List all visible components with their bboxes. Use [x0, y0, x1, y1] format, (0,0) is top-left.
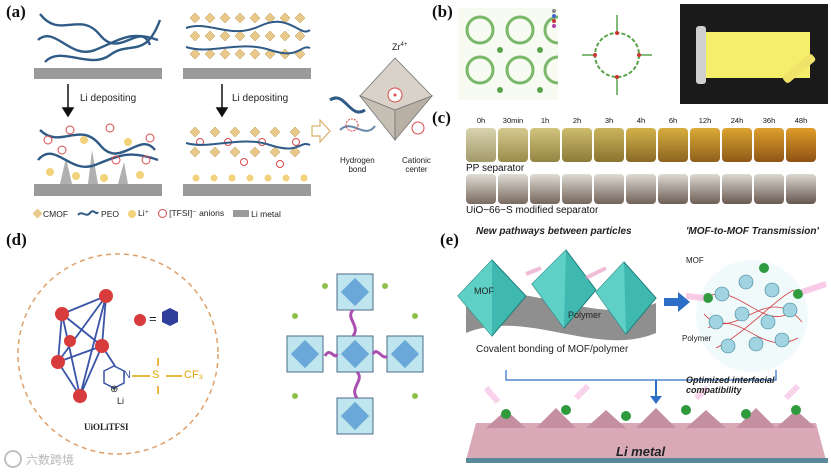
panel-e: (e) New pathways between particles 'MOF-… [440, 226, 831, 473]
deposit-arrows [61, 84, 229, 118]
uiolitfsi-crystal [286, 273, 424, 435]
polymer-label-right: Polymer [682, 334, 712, 343]
vial [658, 174, 688, 204]
vial [498, 174, 528, 204]
tfsi-anion-icon [158, 209, 168, 218]
cationic-center-label: Cationic center [402, 156, 431, 174]
vial [754, 174, 784, 204]
legend-peo: PEO [77, 209, 119, 219]
s-atom-label: S [152, 369, 160, 381]
vial [498, 128, 528, 162]
vial [754, 128, 784, 162]
vial [690, 174, 720, 204]
vial [466, 128, 496, 162]
panel-c: (c) 0h 30min 1h 2h 3h 4h 6h 12h 24h 36h … [432, 108, 831, 226]
panel-d: (d) = N S CF₃ ⊕ Li UiOLiTFSI [0, 226, 445, 473]
vial [562, 128, 592, 162]
optimized-compatibility-caption: Optimized interfacial compatibility [686, 375, 775, 395]
mof-polymer-illustration [457, 249, 828, 463]
vial [594, 128, 624, 162]
pp-separator-label: PP separator [466, 163, 525, 174]
vial [722, 128, 752, 162]
legend-cmof: CMOF [32, 208, 68, 219]
time-labels: 0h 30min 1h 2h 3h 4h 6h 12h 24h 36h 48h [466, 116, 816, 125]
vial [690, 128, 720, 162]
li-metal-icon [233, 210, 250, 217]
zr-cluster [329, 57, 434, 142]
peo-before-deposit [34, 13, 162, 79]
time-label: 6h [668, 116, 678, 125]
legend-li-ion: Li⁺ [127, 208, 149, 219]
equals-sign: = [149, 311, 157, 326]
linker-ring [582, 15, 652, 95]
panel-a-illustration [34, 12, 434, 196]
cf3-label: CF₃ [184, 369, 204, 381]
atom-key [551, 8, 557, 29]
zr-label: Zr4+ [392, 42, 408, 52]
panel-a: (a) [0, 0, 445, 225]
li-atom-label: Li [117, 396, 125, 406]
cmof-after-deposit [183, 126, 311, 196]
covalent-bonding-caption: Covalent bonding of MOF/polymer [476, 344, 629, 355]
panel-b-label: (b) [432, 2, 453, 21]
polymer-label-left: Polymer [568, 310, 602, 320]
vial [530, 174, 560, 204]
cmof-icon [32, 208, 43, 219]
panel-a-label: (a) [6, 2, 26, 21]
framework-lattice [458, 8, 558, 100]
mof-label-right: MOF [686, 256, 704, 265]
n-atom-label: N [123, 369, 131, 381]
vial [594, 174, 624, 204]
uio-separator-label: UiO−66−S modified separator [466, 205, 599, 216]
uiolitfsi-structure [17, 253, 219, 455]
time-label: 3h [604, 116, 614, 125]
mof-transmission-title: 'MOF-to-MOF Transmission' [686, 226, 819, 237]
time-label: 12h [698, 116, 712, 125]
time-label: 1h [540, 116, 550, 125]
vial [626, 174, 656, 204]
panel-a-legend: CMOF PEO Li⁺ [TFSI]⁻ anions Li metal [32, 208, 281, 219]
vial [786, 128, 816, 162]
panel-d-label: (d) [6, 230, 27, 249]
arrow-label-left: Li depositing [80, 93, 137, 104]
mof-label-left: MOF [474, 286, 494, 296]
vial [658, 128, 688, 162]
li-ion-icon [127, 209, 136, 218]
vial [530, 128, 560, 162]
panel-b: (b) [432, 0, 831, 108]
vial-row-uio [466, 174, 816, 204]
plus-charge: ⊕ [110, 384, 119, 395]
hydrogen-bond-label: Hydrogen bond [340, 156, 375, 174]
panel-c-label: (c) [432, 108, 451, 127]
vial [786, 174, 816, 204]
vial-row-pp [466, 128, 816, 162]
arrow-label-right: Li depositing [232, 93, 289, 104]
time-label: 36h [762, 116, 776, 125]
time-label: 24h [730, 116, 744, 125]
vial [626, 128, 656, 162]
cmof-before-deposit [183, 12, 311, 79]
time-label: 48h [794, 116, 808, 125]
membrane-photo [680, 4, 828, 104]
time-label: 0h [476, 116, 486, 125]
panel-e-label: (e) [440, 230, 459, 249]
compound-name: UiOLiTFSI [84, 422, 129, 432]
legend-tfsi: [TFSI]⁻ anions [158, 208, 224, 219]
vial [562, 174, 592, 204]
time-label: 30min [502, 116, 524, 125]
time-label: 2h [572, 116, 582, 125]
new-pathways-title: New pathways between particles [476, 226, 632, 237]
legend-li-metal: Li metal [233, 209, 281, 219]
peo-icon [77, 209, 99, 216]
peo-after-deposit [34, 123, 162, 196]
li-metal-label: Li metal [616, 444, 666, 459]
watermark: 六数跨境 [4, 450, 74, 468]
vial [722, 174, 752, 204]
watermark-logo-icon [4, 450, 22, 468]
vial [466, 174, 496, 204]
time-label: 4h [636, 116, 646, 125]
zoom-arrow [311, 118, 331, 144]
